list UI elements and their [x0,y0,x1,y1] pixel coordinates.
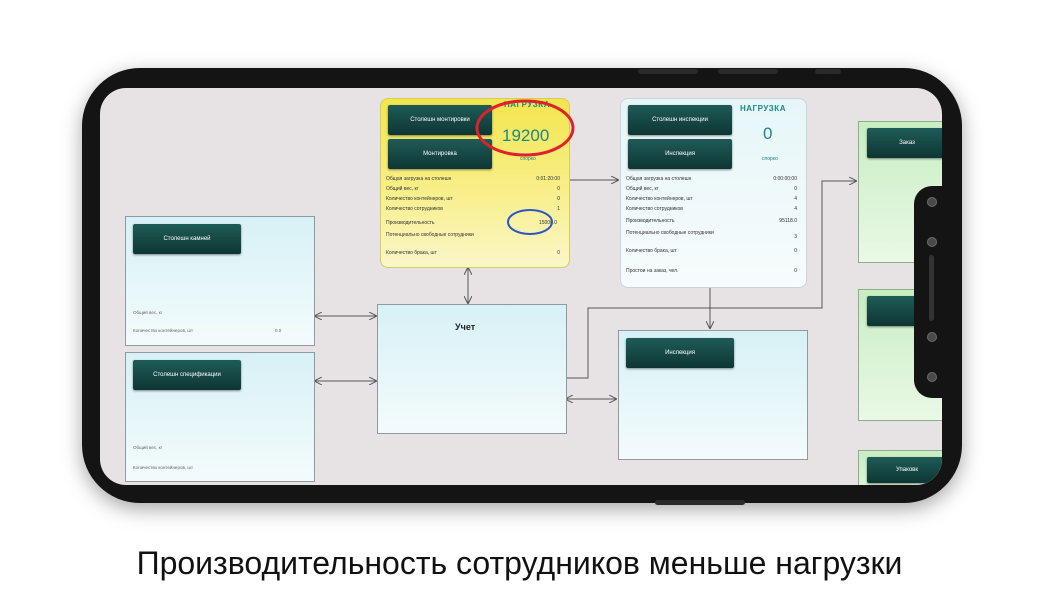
assembly-row-value: 0 [557,186,560,192]
inspection-row-label: Количество брака, шт [626,248,677,254]
packing-button[interactable]: Упаковк [867,457,942,483]
inspection-row-label: Простои на заказ, чел. [626,268,679,274]
stone-weight-label: Общий вес, кг [133,310,163,315]
speaker-grille [929,255,934,321]
inspection-row-label: Количество контейнеров, шт [626,196,693,202]
assembly-row-label: Производительность [386,220,435,226]
inspection-row-label: Количество сотрудников [626,206,683,212]
camera-icon [927,197,937,207]
accounting-title: Учет [455,322,476,332]
inspection-row-value: 0 [794,248,797,254]
order-button[interactable]: Заказ [867,128,942,158]
inspection-panel-button[interactable]: Инспекция [626,338,734,368]
blue-highlight-circle [507,209,553,235]
inspection-row-value: 3 [794,234,797,240]
assembly-row-value: 0:01:20:00 [536,176,560,182]
accounting-panel [377,304,567,434]
inspection-row-label: Производительность [626,218,675,224]
load-title: НАГРУЗКА [740,104,786,113]
inspection-row-value: 4 [794,206,797,212]
spec-weight-label: Общий вес, кг [133,445,163,450]
spec-containers-label: Количество контейнеров, шт [133,465,194,470]
inspection-row-label: Общая загрузка на столешн [626,176,692,182]
mount-button[interactable]: Монтировка [388,139,492,169]
load-title: НАГРУЗКА [504,100,550,109]
inspection-row-value: 95118.0 [779,218,797,224]
inspection-row-value: 0:00:00:00 [773,176,797,182]
assembly-row-label: Количество контейнеров, шт [386,196,453,202]
assembly-row-label: Потенциально свободные сотрудники [386,232,474,238]
red-highlight-circle [475,99,575,157]
caption-text: Производительность сотрудников меньше на… [136,545,903,581]
phone-side-button [718,69,778,74]
assembly-row-value: 15000.0 [538,220,557,226]
assembly-row-label: Общая загрузка на столешн [386,176,452,182]
inspection-row-label: Потенциально свободные сотрудники [626,230,714,236]
phone-side-button [655,500,745,505]
assembly-row-value: 0 [557,250,560,256]
load-unit: спорко [520,156,536,162]
assembly-row-value: 0 [557,196,560,202]
phone-side-button [815,69,841,74]
load-unit: спорко [762,156,778,162]
stone-containers-label: Количество контейнеров, шт [133,328,194,333]
stone-containers-value: 0.0 [275,328,282,333]
connector-lines [100,88,942,485]
load-value: 19200 [502,126,550,145]
inspection-tables-button[interactable]: Столешн инспекции [628,105,732,135]
assembly-row-value: 1 [557,206,560,212]
spec-tables-button[interactable]: Столешн спецификации [133,360,241,390]
assembly-tables-button[interactable]: Столешн монтировки [388,105,492,135]
load-value: 0 [763,124,773,143]
app-screen: Столешн монтировки Монтировка НАГРУЗКА 1… [100,88,942,485]
inspection-row-value: 0 [794,186,797,192]
inspection-row-value: 0 [794,268,797,274]
stone-tables-button[interactable]: Столешн камней [133,224,241,254]
assembly-row-label: Количество брака, шт [386,250,437,256]
inspection-row-label: Общий вес, кг [626,186,659,192]
assembly-row-label: Общий вес, кг [386,186,419,192]
sensor-icon [927,332,937,342]
inspection-row-value: 4 [794,196,797,202]
assembly-row-label: Количество сотрудников [386,206,443,212]
inspection-button[interactable]: Инспекция [628,139,732,169]
phone-side-button [638,69,698,74]
camera-icon [927,237,937,247]
sensor-icon [927,372,937,382]
